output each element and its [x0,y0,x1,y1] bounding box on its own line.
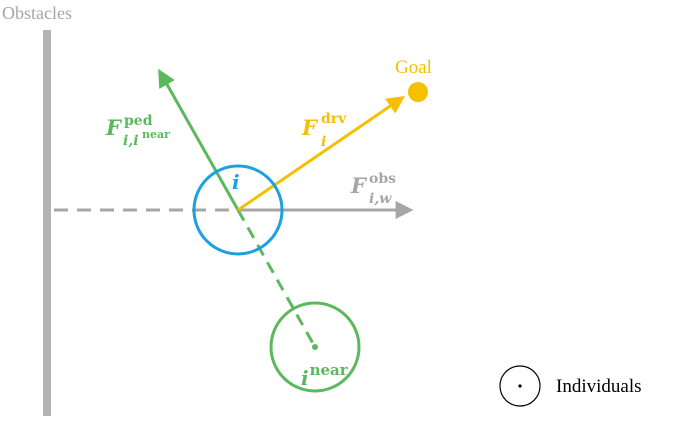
obstacle-wall [43,30,51,416]
pedestrian-force-label: F ped i,i near [105,113,170,149]
ped-force-subscript-superscript: near [142,128,170,141]
pedestrian-distance-dashed-line [236,209,317,348]
drv-force-superscript: drv [321,111,347,127]
agent-near-label: inear [301,361,349,390]
obs-force-superscript: obs [369,171,396,187]
legend-individuals-label: Individuals [556,376,642,397]
legend-individual-dot [518,384,522,388]
agent-near-base: i [301,366,309,390]
goal-label: Goal [395,57,432,78]
driving-force-arrow [237,95,405,212]
legend-individual-circle [499,365,541,407]
agent-near-circle [269,301,361,393]
legend: Individuals [499,365,642,407]
pedestrian-force-arrow [158,68,240,211]
agent-i-circle [192,164,284,256]
drv-force-symbol: F [301,115,319,140]
ped-force-subscript: i,i [123,133,139,149]
obs-force-subscript: i,w [369,191,392,207]
driving-force-label: F drv i [301,111,347,150]
obstacle-force-label: F obs i,w [350,171,396,207]
ped-force-symbol: F [105,115,123,140]
drv-force-subscript: i [321,134,326,150]
goal-point [408,82,428,102]
obstacles-label: Obstacles [2,3,72,23]
agent-near-superscript: near [310,361,349,379]
agent-near-center-dot [312,344,318,350]
obs-force-symbol: F [350,173,368,198]
agent-i-label: i [232,170,240,194]
ped-force-superscript: ped [124,113,153,129]
